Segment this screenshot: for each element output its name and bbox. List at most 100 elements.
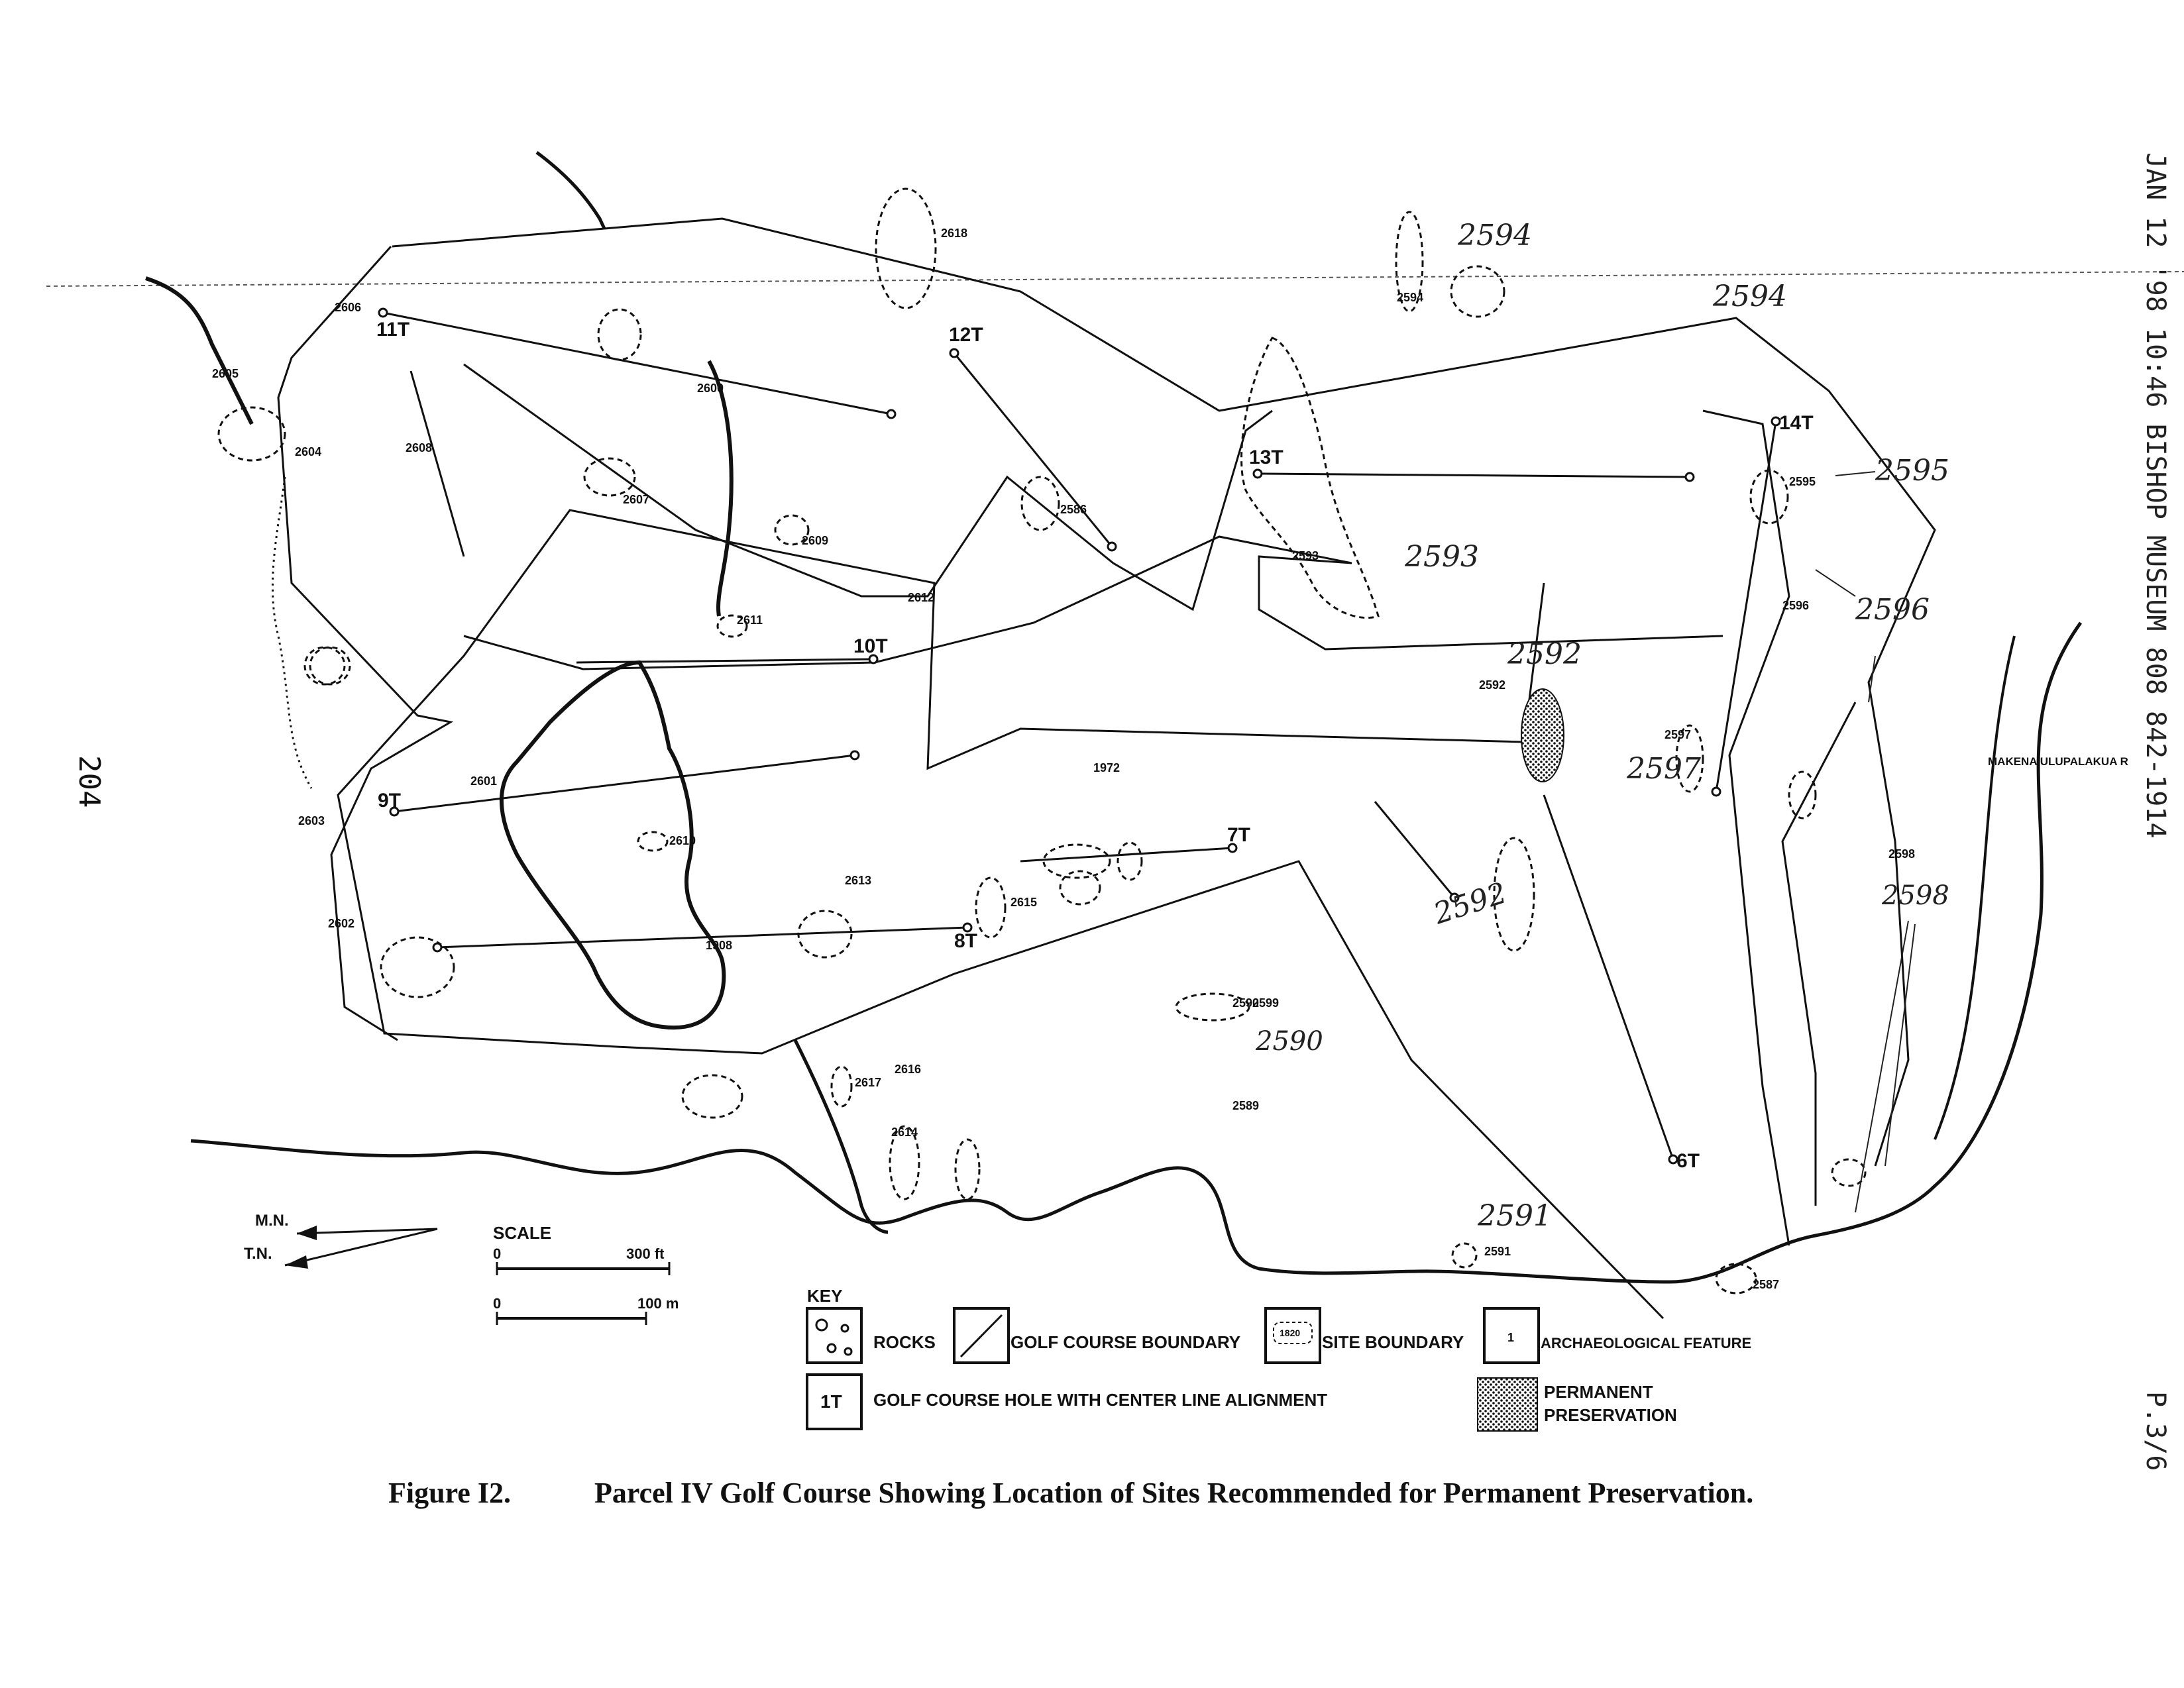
handwritten-label: 2592 [1507, 637, 1582, 671]
key-rocks-label: ROCKS [873, 1332, 936, 1352]
trail [271, 476, 313, 789]
site-label: 2616 [895, 1063, 921, 1076]
figure-label: Figure I2. [388, 1477, 511, 1509]
scale-meters-start: 0 [493, 1295, 501, 1312]
key-preservation-label-1: PERMANENT [1544, 1382, 1653, 1402]
coastline [190, 621, 2083, 1284]
site-label: 2598 [1888, 847, 1915, 861]
handwritten-label: 2592 [1429, 876, 1511, 931]
site-label: 2592 [1479, 678, 1505, 692]
key-hole-sample: 1T [820, 1391, 842, 1412]
hole-label: 8T [954, 930, 977, 952]
handwritten-label: 2598 [1881, 880, 1949, 911]
site-label: 2597 [1665, 728, 1691, 741]
figure-caption: Figure I2. Parcel IV Golf Course Showing… [388, 1476, 1753, 1510]
fax-header: JAN 12 '98 10:46 BISHOP MUSEUM 808 842-1… [2140, 152, 2171, 839]
site-label: 2593 [1292, 549, 1319, 562]
trail [145, 276, 254, 425]
hole-label: 14T [1779, 412, 1814, 434]
site-label: 2599 [1252, 996, 1279, 1010]
site-label: 2606 [335, 301, 361, 314]
site-label: 2594 [1397, 291, 1423, 304]
key-feature-sample: 1 [1507, 1331, 1514, 1344]
site-label: 2612 [908, 591, 934, 604]
road [1934, 635, 2016, 1140]
site-label: 2591 [1484, 1245, 1511, 1258]
key-preservation-label-2: PRESERVATION [1544, 1405, 1677, 1425]
scale-feet-start: 0 [493, 1245, 501, 1262]
true-north-label: T.N. [244, 1245, 272, 1263]
magnetic-north-label: M.N. [255, 1212, 289, 1230]
key-site-label: SITE BOUNDARY [1322, 1332, 1464, 1352]
key-site-sample: 1820 [1280, 1328, 1300, 1338]
site-2601-boundary [500, 660, 726, 1030]
stream [535, 151, 606, 230]
handwritten-annotations: 2594 2594 2595 2593 2596 2592 2597 2592 … [1255, 219, 1949, 1233]
site-boundaries [217, 187, 1867, 1294]
map-key: KEY ROCKS GOLF COURSE BOUNDARY 1820 SITE… [806, 1286, 1751, 1432]
handwritten-label: 2594 [1457, 219, 1532, 252]
hole-label: 10T [853, 635, 888, 657]
scale-feet-end: 300 ft [626, 1245, 665, 1262]
site-label: 2601 [470, 774, 497, 788]
page-number: 204 [72, 755, 106, 808]
wall [707, 360, 734, 617]
handwritten-label: 2597 [1626, 752, 1701, 786]
hole-labels: 11T 12T 13T 14T 10T 9T 8T 7T 6T [376, 319, 1814, 1172]
figure-title: Parcel IV Golf Course Showing Location o… [594, 1477, 1754, 1509]
key-feature-label: ARCHAEOLOGICAL FEATURE [1541, 1335, 1751, 1351]
site-label: 2603 [298, 814, 325, 827]
stream [793, 1039, 889, 1234]
site-label: 2607 [623, 493, 649, 506]
site-label: 2609 [802, 534, 828, 547]
site-label: 1908 [706, 939, 732, 952]
scan-line [46, 271, 2184, 287]
site-label: 2586 [1060, 503, 1087, 516]
scale-meters-end: 100 m [637, 1295, 679, 1312]
key-hole-label: GOLF COURSE HOLE WITH CENTER LINE ALIGNM… [873, 1390, 1327, 1410]
site-label: 2615 [1010, 896, 1037, 909]
site-label: 2618 [941, 227, 967, 240]
site-label: 2595 [1789, 475, 1816, 488]
site-label: 2608 [406, 441, 432, 454]
key-title: KEY [807, 1286, 842, 1306]
hole-label: 12T [949, 324, 983, 346]
key-boundary-label: GOLF COURSE BOUNDARY [1010, 1332, 1240, 1352]
permanent-preservation-area [1521, 688, 1564, 782]
site-label: 2587 [1753, 1278, 1779, 1291]
handwritten-label: 2594 [1712, 280, 1787, 313]
site-label: 2605 [212, 367, 239, 380]
site-label: 2613 [845, 874, 871, 887]
site-label: 2610 [669, 834, 696, 847]
site-label: 2590 [1232, 996, 1259, 1010]
site-label: 2617 [855, 1076, 881, 1089]
site-label: 2589 [1232, 1099, 1259, 1112]
site-labels: 2606 2605 2604 2603 2608 2600 2607 2609 … [212, 227, 1915, 1291]
site-label: 1972 [1093, 761, 1120, 774]
site-label: 2602 [328, 917, 355, 930]
handwritten-label: 2590 [1255, 1026, 1323, 1057]
golf-course-boundary [277, 217, 1936, 1320]
site-label: 2614 [891, 1126, 918, 1139]
hole-label: 7T [1227, 824, 1250, 846]
hole-label: 6T [1676, 1150, 1700, 1172]
scale-title: SCALE [493, 1223, 551, 1243]
road-label: MAKENA ULUPALAKUA R [1988, 755, 2128, 768]
handwritten-label: 2595 [1875, 454, 1949, 488]
hole-markers [378, 307, 1781, 1165]
fax-page: P.3/6 [2140, 1391, 2171, 1471]
handwritten-label: 2591 [1477, 1199, 1552, 1233]
site-label: 2596 [1782, 599, 1809, 612]
hole-label: 13T [1249, 447, 1283, 468]
hole-label: 9T [378, 790, 401, 812]
site-label: 2604 [295, 445, 321, 458]
site-label: 2600 [697, 382, 724, 395]
handwritten-label: 2593 [1404, 540, 1479, 574]
site-label: 2611 [737, 613, 763, 627]
hole-label: 11T [376, 319, 410, 341]
north-arrows: M.N. T.N. [244, 1212, 438, 1269]
handwritten-label: 2596 [1855, 593, 1930, 627]
scale-bar: SCALE 0 300 ft 0 100 m [493, 1223, 679, 1325]
hole-center-lines [382, 311, 1777, 1160]
